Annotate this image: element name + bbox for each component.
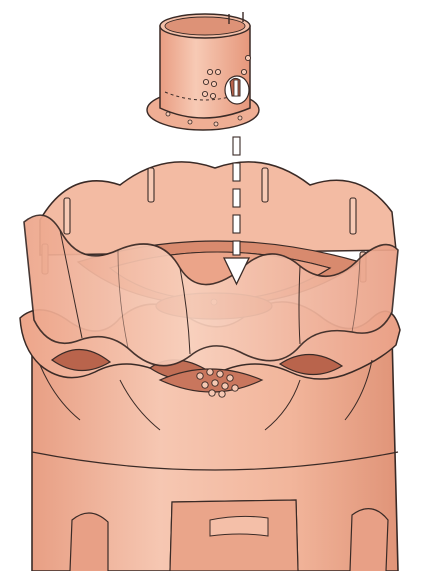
cup-insert: [147, 12, 259, 130]
